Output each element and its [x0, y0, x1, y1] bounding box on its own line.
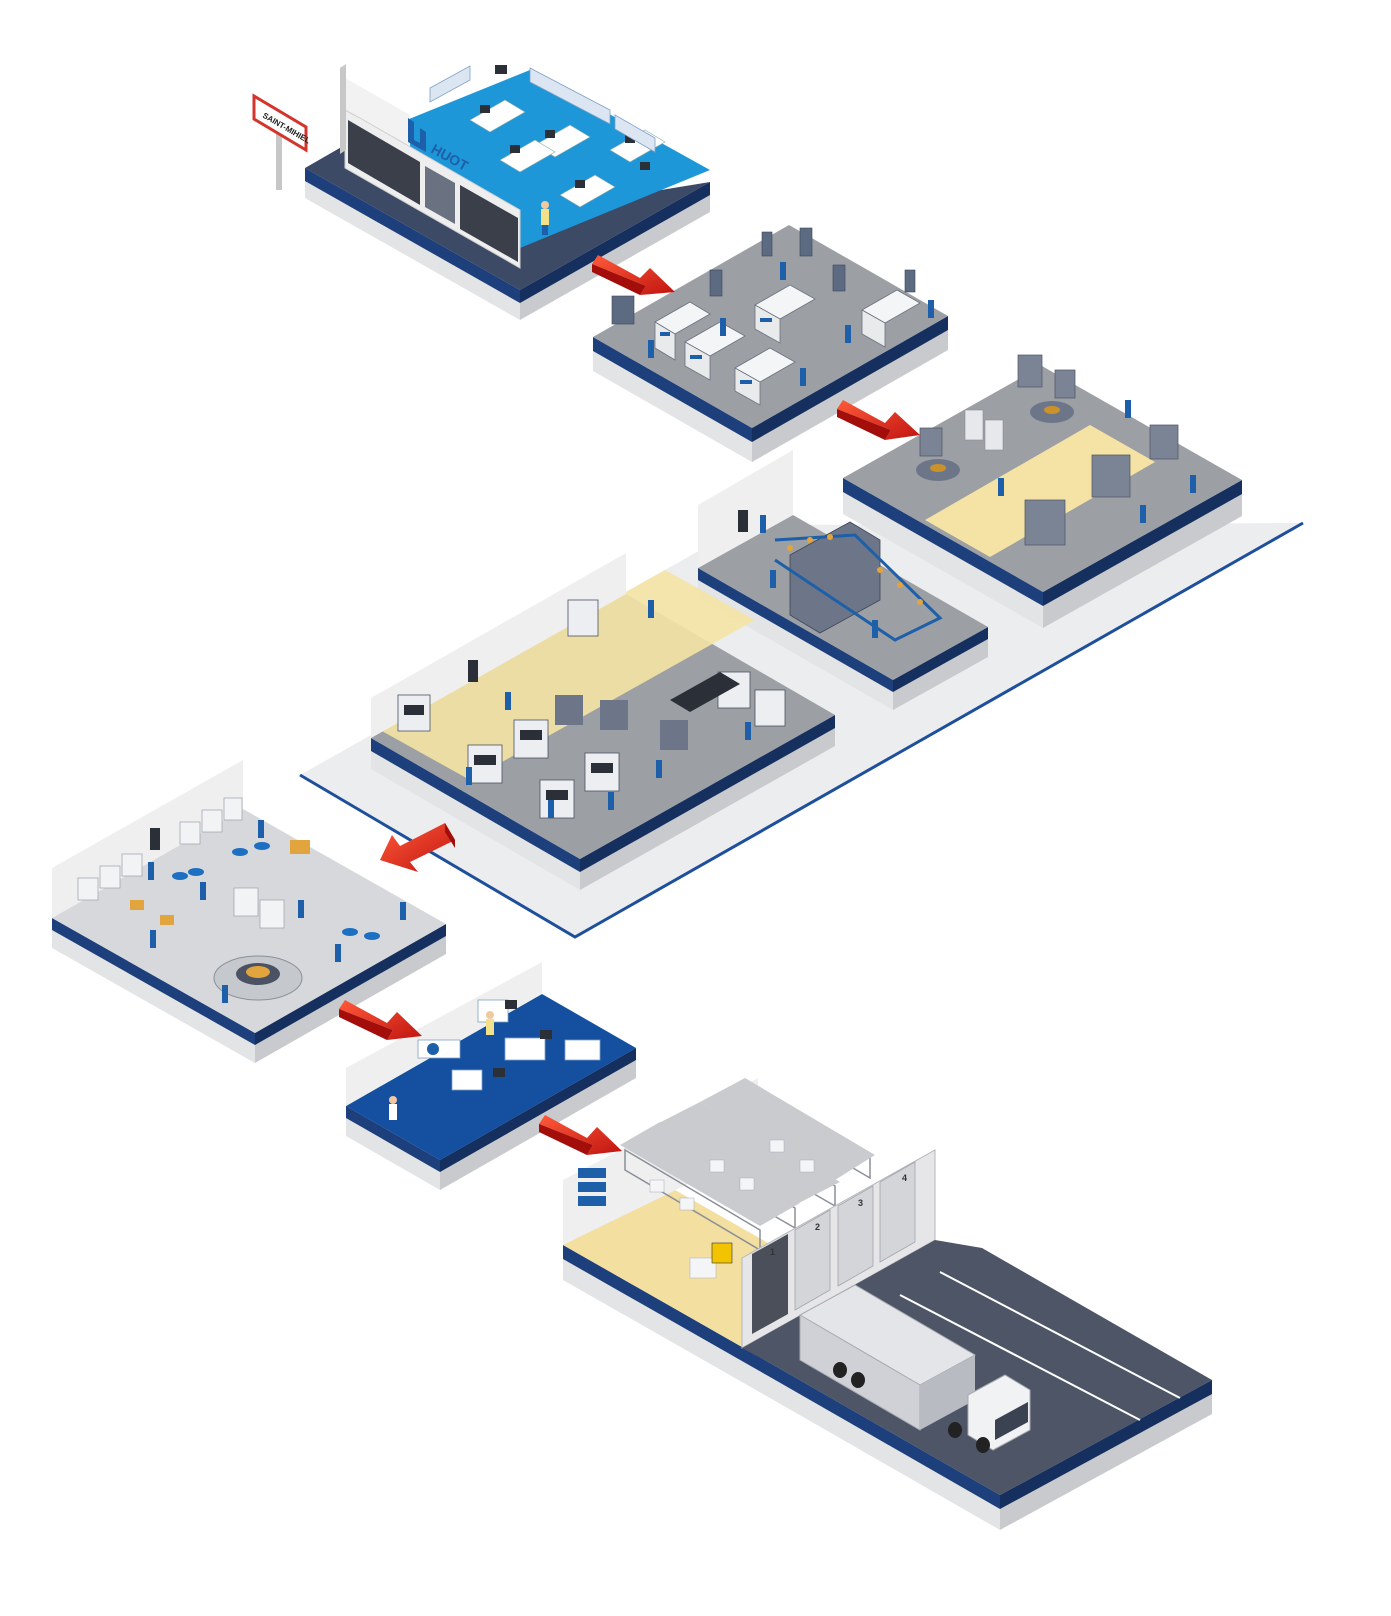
svg-text:3: 3 — [858, 1198, 863, 1208]
finishing-block — [52, 760, 446, 1063]
red-arrow-1 — [592, 255, 675, 295]
road-block — [742, 1240, 1212, 1530]
red-arrow-5 — [539, 1115, 622, 1155]
town-sign: SAINT-MIHIEL — [252, 93, 312, 190]
red-arrow-3 — [380, 823, 455, 872]
red-arrow-2 — [837, 400, 920, 440]
machining-block — [593, 225, 948, 462]
svg-text:2: 2 — [815, 1222, 820, 1232]
office-building-block: HUOT — [305, 64, 710, 320]
assembly-aisle — [380, 570, 755, 780]
flow-arrows — [339, 255, 920, 1155]
workers — [648, 262, 934, 386]
forging-block — [843, 354, 1242, 628]
truck — [798, 1284, 1031, 1453]
assembly-block — [371, 553, 835, 890]
dock-numbers: 1 2 3 4 — [770, 1173, 907, 1257]
svg-text:4: 4 — [902, 1173, 907, 1183]
red-arrow-4 — [339, 1000, 422, 1040]
heat-treatment-block — [698, 450, 988, 710]
svg-text:1: 1 — [770, 1247, 775, 1257]
quality-control-block — [346, 962, 636, 1190]
person-figure — [541, 201, 549, 235]
quality-control-floor — [346, 994, 636, 1160]
